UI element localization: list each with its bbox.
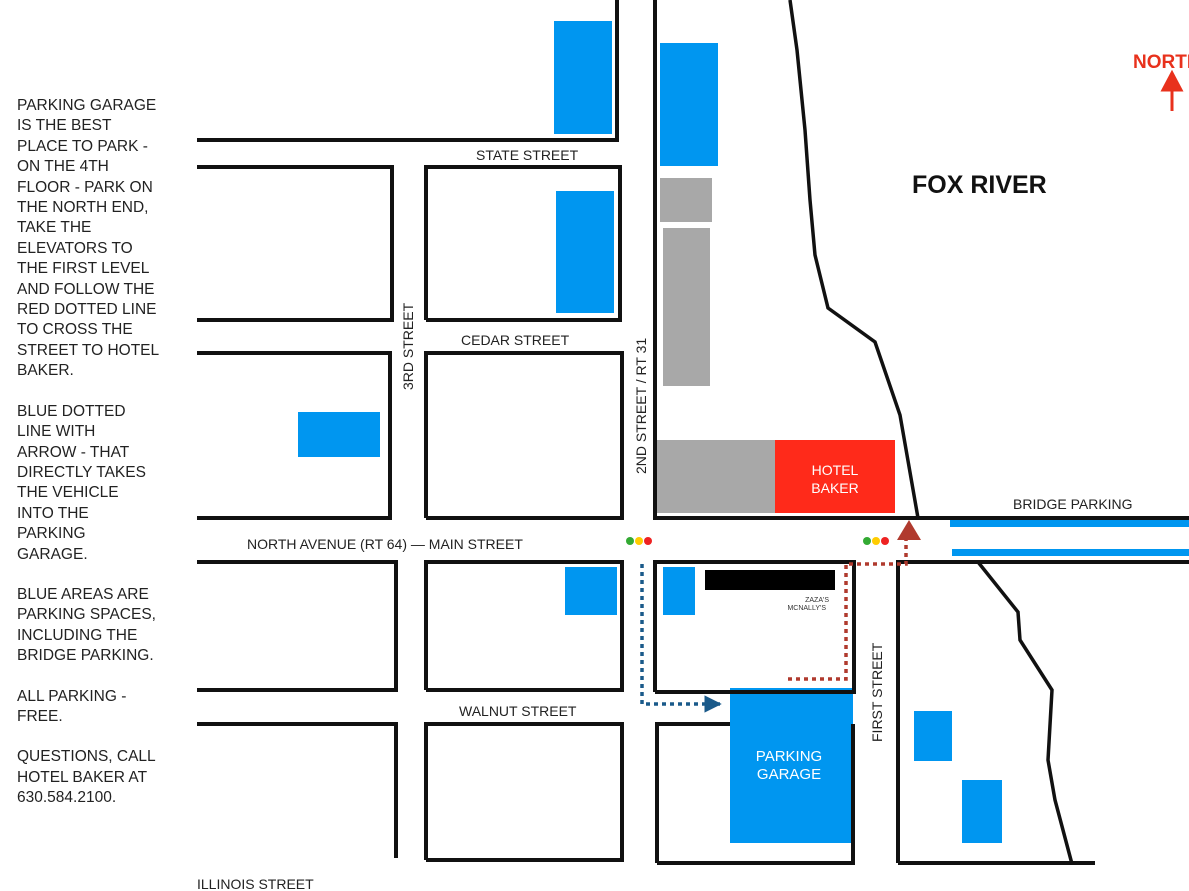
traffic-light-icon (626, 537, 652, 545)
block-outline (655, 722, 855, 865)
river-bank (788, 0, 920, 519)
zazas-mcnallys-building (705, 570, 835, 590)
hotel-baker-building (775, 440, 895, 513)
block-outline (653, 560, 856, 694)
instruction-free-paragraph: ALL PARKING - FREE. (17, 687, 127, 725)
red-walking-route (788, 538, 908, 681)
parking-areas (298, 21, 1189, 843)
street-blocks (197, 0, 1189, 865)
river-bank (976, 560, 1074, 865)
block-outline (197, 560, 398, 692)
parking-lot (565, 567, 617, 615)
north-label: NORTH (1133, 52, 1189, 73)
hotel-label: HOTEL (812, 462, 859, 478)
cedar-street-label: CEDAR STREET (461, 332, 570, 348)
block-outline (197, 722, 398, 858)
second-street-label: 2ND STREET / RT 31 (633, 338, 649, 474)
parking-lot (554, 21, 612, 134)
third-street-label: 3RD STREET (400, 302, 416, 390)
zazas-label: MCNALLY'S (787, 605, 826, 612)
bridge-parking-lane (952, 549, 1189, 556)
block-outline (197, 165, 394, 322)
instruction-contact-paragraph: QUESTIONS, CALL HOTEL BAKER AT 630.584.2… (17, 748, 156, 807)
fox-river-label: FOX RIVER (912, 171, 1047, 199)
parking-garage (730, 688, 853, 843)
block-outline (424, 722, 624, 862)
building (657, 440, 775, 513)
traffic-light-icon (863, 537, 889, 545)
blue-driving-route (640, 564, 722, 713)
block-outline (896, 560, 1189, 863)
hotel-label: BAKER (811, 480, 858, 496)
state-street-label: STATE STREET (476, 147, 579, 163)
parking-lot (660, 43, 718, 166)
parking-instructions: PARKING GARAGE IS THE BEST PLACE TO PARK… (17, 96, 187, 829)
bridge-parking-lane (950, 520, 1189, 527)
block-outline (424, 351, 624, 520)
building (663, 228, 710, 386)
block-outline (197, 351, 392, 520)
block-outline (653, 0, 1189, 520)
north-arrow-icon (1160, 69, 1184, 111)
instruction-blue-areas-paragraph: BLUE AREAS ARE PARKING SPACES, INCLUDING… (17, 585, 156, 665)
first-street-label: FIRST STREET (869, 642, 885, 742)
block-outline (424, 560, 624, 692)
garage-label: PARKING (756, 748, 822, 765)
parking-lot (298, 412, 380, 457)
other-buildings (657, 178, 775, 513)
instruction-garage-paragraph: PARKING GARAGE IS THE BEST PLACE TO PARK… (17, 97, 160, 380)
zazas-label: ZAZA'S (805, 597, 829, 604)
garage-label: GARAGE (757, 766, 821, 783)
main-street-label: NORTH AVENUE (RT 64) — MAIN STREET (247, 536, 523, 552)
parking-lot (914, 711, 952, 761)
building (660, 178, 712, 222)
parking-lot (663, 567, 695, 615)
parking-lot (556, 191, 614, 313)
bridge-parking-label: BRIDGE PARKING (1013, 496, 1133, 512)
illinois-street-label: ILLINOIS STREET (197, 876, 314, 891)
instruction-blue-route-paragraph: BLUE DOTTED LINE WITH ARROW - THAT DIREC… (17, 402, 146, 563)
walnut-street-label: WALNUT STREET (459, 703, 577, 719)
red-route-arrow-icon (897, 520, 921, 540)
block-outline (424, 165, 622, 322)
block-outline (197, 0, 619, 142)
parking-lot (962, 780, 1002, 843)
river-banks (788, 0, 1074, 865)
